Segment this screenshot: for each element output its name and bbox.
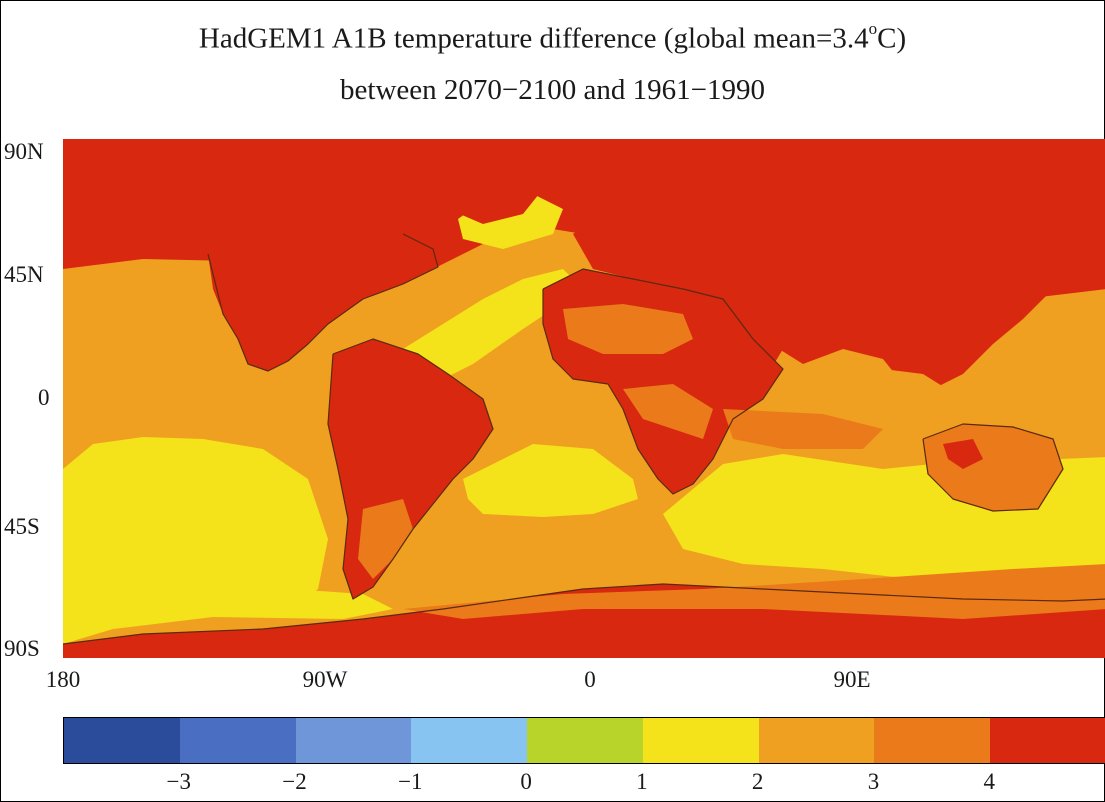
arctic-strip xyxy=(63,139,1105,199)
title-suffix: C) xyxy=(877,22,907,55)
lat-label-45n: 45N xyxy=(4,262,44,287)
indian-ocean-orange xyxy=(723,409,883,449)
north-america xyxy=(63,169,438,371)
southern-band-pale-a xyxy=(63,579,393,644)
temperature-difference-map xyxy=(63,139,1105,658)
lon-label-180: 180 xyxy=(45,667,81,692)
africa-southern-orange xyxy=(623,384,713,439)
lon-label-90e: 90E xyxy=(833,667,871,692)
degree-symbol: o xyxy=(868,19,878,38)
map-title-line-1: HadGEM1 A1B temperature difference (glob… xyxy=(0,14,1105,57)
lat-label-45s: 45S xyxy=(4,514,40,539)
colorbar-cell xyxy=(527,718,644,763)
title-prefix: HadGEM1 A1B temperature difference (glob… xyxy=(198,22,869,55)
colorbar xyxy=(63,717,1105,764)
coast-africa xyxy=(542,268,784,495)
coastlines xyxy=(63,233,1105,645)
colorbar-tick-label: 0 xyxy=(520,769,532,794)
lon-label-0: 0 xyxy=(584,667,596,692)
coast-australia xyxy=(922,423,1064,512)
eurasia xyxy=(573,194,1063,389)
colorbar-tick-label: 1 xyxy=(636,769,648,794)
colorbar-cell xyxy=(295,718,412,763)
colorbar-cell xyxy=(411,718,528,763)
coast-antarctica xyxy=(63,583,1105,645)
lat-label-0: 0 xyxy=(38,385,50,410)
sahara-orange xyxy=(563,304,693,354)
lat-label-90s: 90S xyxy=(4,636,40,661)
map-title-line-2: between 2070−2100 and 1961−1990 xyxy=(340,74,765,106)
colorbar-tick-label: 3 xyxy=(867,769,880,794)
greenland xyxy=(423,154,543,224)
colorbar-cell xyxy=(179,718,297,763)
south-america-patagonia-orange xyxy=(358,499,413,579)
colorbar-cell xyxy=(990,718,1105,763)
colorbar-cell xyxy=(64,718,181,763)
regional-anomaly-patches xyxy=(358,304,1105,619)
colorbar-cell xyxy=(874,718,991,763)
colorbar-tick-label: −2 xyxy=(282,769,307,794)
colorbar-tick-label: −3 xyxy=(166,769,192,794)
colorbar-tick-label: 2 xyxy=(751,769,764,794)
colorbar-tick-label: 4 xyxy=(983,769,995,794)
south-pacific-cool-band xyxy=(63,437,328,617)
southern-ocean-orange xyxy=(403,564,1105,619)
lon-label-90w: 90W xyxy=(302,667,348,692)
colorbar-tick-label: −1 xyxy=(398,769,423,794)
maritime-continent xyxy=(883,369,963,424)
coast-south-america xyxy=(327,338,494,600)
colorbar-cell xyxy=(642,718,760,763)
australia-interior xyxy=(943,439,983,469)
south-atlantic-cool-band xyxy=(463,444,638,517)
lat-label-90n: 90N xyxy=(4,139,44,164)
colorbar-cell xyxy=(758,718,875,763)
coast-north-america xyxy=(207,233,439,372)
